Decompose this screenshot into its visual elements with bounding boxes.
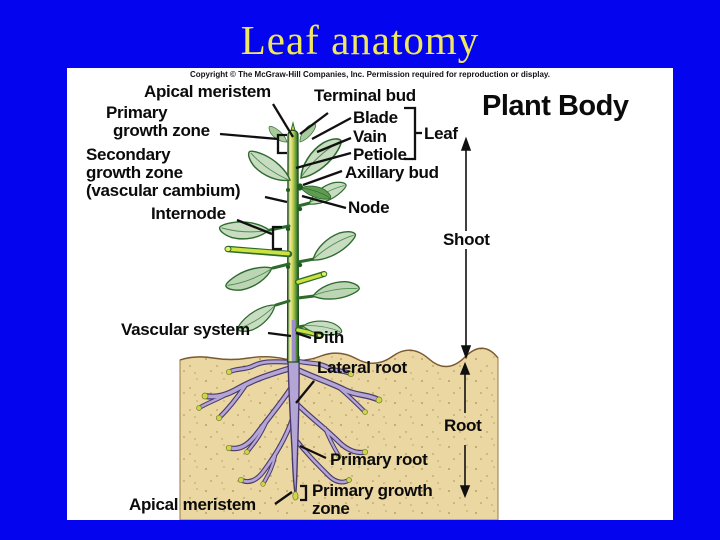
lateral-root-line	[295, 380, 315, 404]
secondary-growth-zone-line	[264, 195, 288, 204]
figure-panel: Copyright © The McGraw-Hill Companies, I…	[67, 68, 673, 520]
vascular-system-line	[267, 331, 292, 338]
blade-line	[311, 116, 352, 141]
terminal-bud-line	[299, 112, 329, 135]
root-system	[196, 356, 383, 501]
label-leaf: Leaf	[424, 124, 458, 143]
slide-title: Leaf anatomy	[240, 17, 480, 63]
branches	[224, 201, 328, 338]
primary-root-line	[299, 444, 327, 460]
span-arrows	[459, 136, 472, 499]
label-vain: Vain	[353, 127, 387, 146]
label-petiole: Petiole	[353, 145, 407, 164]
label-secondary-growth-zone: Secondary growth zone (vascular cambium)	[86, 145, 241, 200]
leader-lines	[219, 103, 422, 505]
primary-growth-zone-line	[219, 132, 279, 141]
apical-meristem-top-line	[272, 103, 294, 138]
axillary-bud-line	[302, 169, 343, 187]
pith-line	[295, 331, 312, 340]
label-vascular-system: Vascular system	[121, 320, 250, 339]
copyright-text: Copyright © The McGraw-Hill Companies, I…	[189, 70, 551, 79]
label-primary-growth-zone: Primary growth zone	[106, 103, 210, 140]
label-primary-root: Primary root	[330, 450, 428, 469]
label-lateral-root: Lateral root	[317, 358, 407, 377]
label-axillary-bud: Axillary bud	[345, 163, 439, 182]
label-terminal-bud: Terminal bud	[314, 86, 416, 105]
label-primary-growth-zone-bottom: Primary growth zone	[312, 481, 433, 518]
label-shoot: Shoot	[440, 231, 493, 249]
label-apical-meristem-top: Apical meristem	[144, 82, 271, 101]
axillary-buds	[285, 183, 303, 269]
label-internode: Internode	[151, 204, 226, 223]
root-tips	[196, 368, 383, 501]
internode-line	[236, 218, 273, 236]
plant-body-heading: Plant Body	[482, 90, 629, 122]
apical-meristem-bottom-line	[274, 491, 293, 505]
node-line	[301, 194, 347, 210]
label-pith: Pith	[313, 328, 344, 347]
petiole-line	[295, 151, 352, 170]
label-root: Root	[444, 416, 482, 435]
label-blade: Blade	[353, 108, 398, 127]
pith-stripe	[291, 320, 296, 361]
label-apical-meristem-bottom: Apical meristem	[129, 495, 256, 514]
vain-line	[316, 136, 352, 154]
root-apical-meristem-tip	[292, 491, 299, 501]
internode-bracket	[271, 225, 282, 251]
primary-growth-zone-bracket	[276, 133, 287, 155]
label-node: Node	[348, 198, 390, 217]
plant-diagram-illustration	[179, 103, 499, 520]
primary-growth-zone-bottom-bracket	[300, 484, 308, 502]
